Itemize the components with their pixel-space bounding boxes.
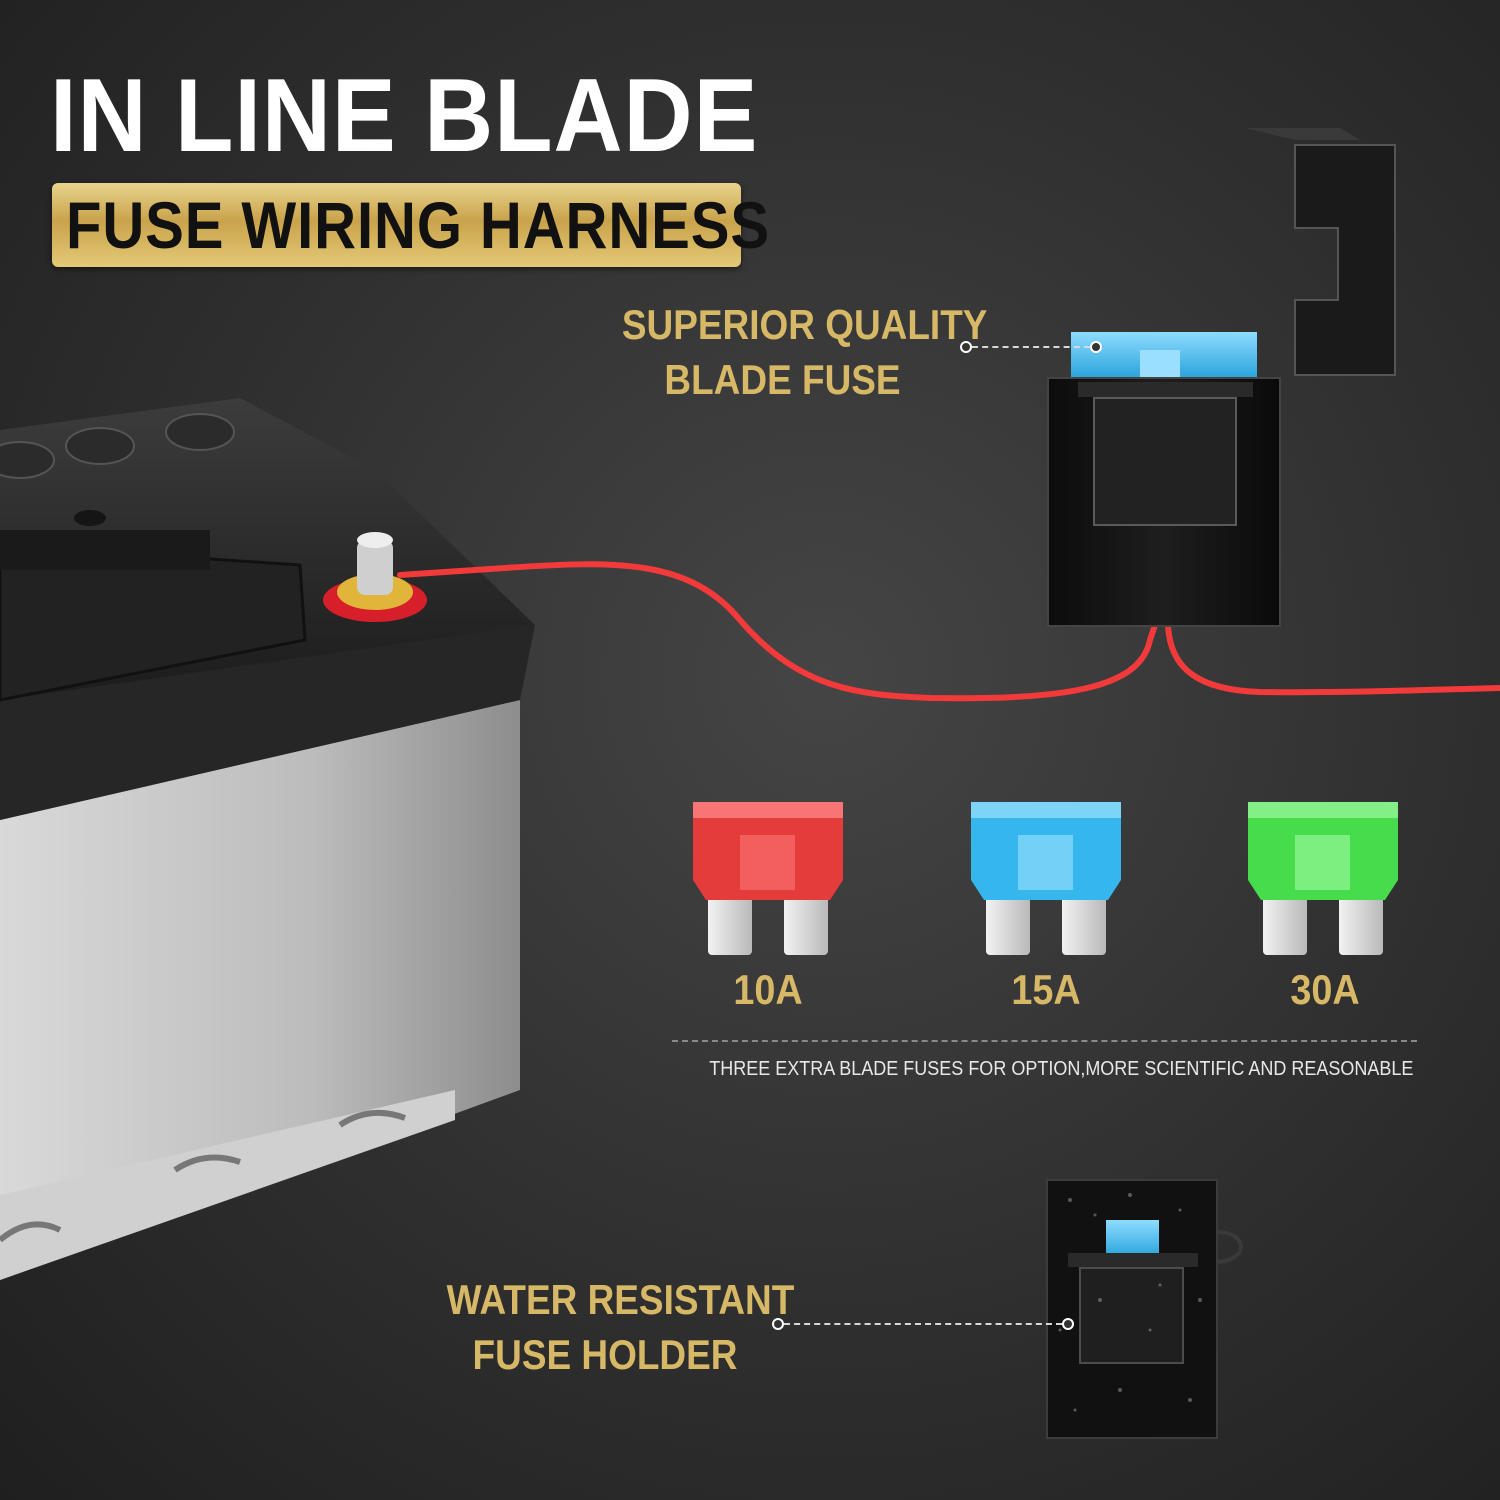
callout-leader-line xyxy=(972,346,1090,348)
callout-fuse-holder: WATER RESISTANT FUSE HOLDER xyxy=(446,1273,795,1382)
blade-fuse-30a-icon xyxy=(1248,802,1398,955)
fuse-holder-top xyxy=(1047,128,1396,627)
page-title: IN LINE BLADE xyxy=(50,58,759,174)
callout-dot-start-2 xyxy=(772,1318,784,1330)
fuse-holder-water xyxy=(1046,1179,1243,1439)
callout-fuse-holder-line-1: WATER RESISTANT xyxy=(446,1276,795,1323)
callout-dot-start xyxy=(960,341,972,353)
car-battery xyxy=(0,398,535,1280)
dashed-divider xyxy=(672,1040,1417,1042)
footnote-text: THREE EXTRA BLADE FUSES FOR OPTION,MORE … xyxy=(709,1058,1414,1080)
fuse-label-30a: 30A xyxy=(1290,966,1360,1013)
subtitle-text: FUSE WIRING HARNESS xyxy=(66,188,771,262)
callout-blade-fuse-line-2: BLADE FUSE xyxy=(664,355,901,403)
red-wire xyxy=(397,561,1500,702)
callout-leader-line-2 xyxy=(784,1323,1062,1325)
callout-blade-fuse: SUPERIOR QUALITY BLADE FUSE xyxy=(621,298,988,407)
subtitle-badge: FUSE WIRING HARNESS xyxy=(52,183,769,267)
callout-dot-end xyxy=(1090,341,1102,353)
callout-blade-fuse-line-1: SUPERIOR QUALITY xyxy=(621,301,988,348)
blade-fuse-15a-icon xyxy=(971,802,1121,955)
fuse-label-15a: 15A xyxy=(1011,966,1081,1013)
callout-fuse-holder-line-2: FUSE HOLDER xyxy=(472,1330,738,1378)
callout-dot-end-2 xyxy=(1062,1318,1074,1330)
blade-fuse-10a-icon xyxy=(693,802,843,955)
fuse-label-10a: 10A xyxy=(733,966,803,1013)
